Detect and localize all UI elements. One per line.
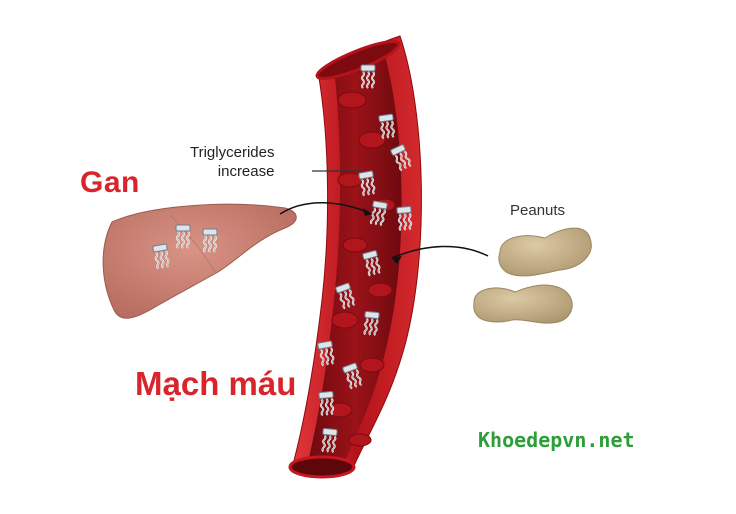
liver-illustration: [102, 203, 297, 319]
peanut-icon: [498, 227, 592, 277]
blood-vessel-label: Mạch máu: [135, 365, 297, 402]
website-watermark: Khoedepvn.net: [478, 428, 635, 452]
peanuts-label: Peanuts: [510, 202, 566, 219]
liver-label: Gan: [80, 166, 140, 199]
triglycerides-label-line1: Triglycerides: [190, 144, 275, 161]
curved-arrow-icon: [391, 245, 489, 264]
curved-arrow-icon: [279, 202, 373, 216]
triglyceride-molecule-icon: [175, 224, 191, 249]
triglycerides-label-line2: increase: [217, 163, 275, 180]
peanut-icon: [473, 284, 573, 324]
triglyceride-molecule-icon: [202, 228, 218, 253]
triglyceride-molecule-icon: [360, 64, 376, 89]
blood-vessel-illustration: [288, 35, 422, 479]
triglycerides-label: Triglycerides increase: [190, 143, 274, 181]
